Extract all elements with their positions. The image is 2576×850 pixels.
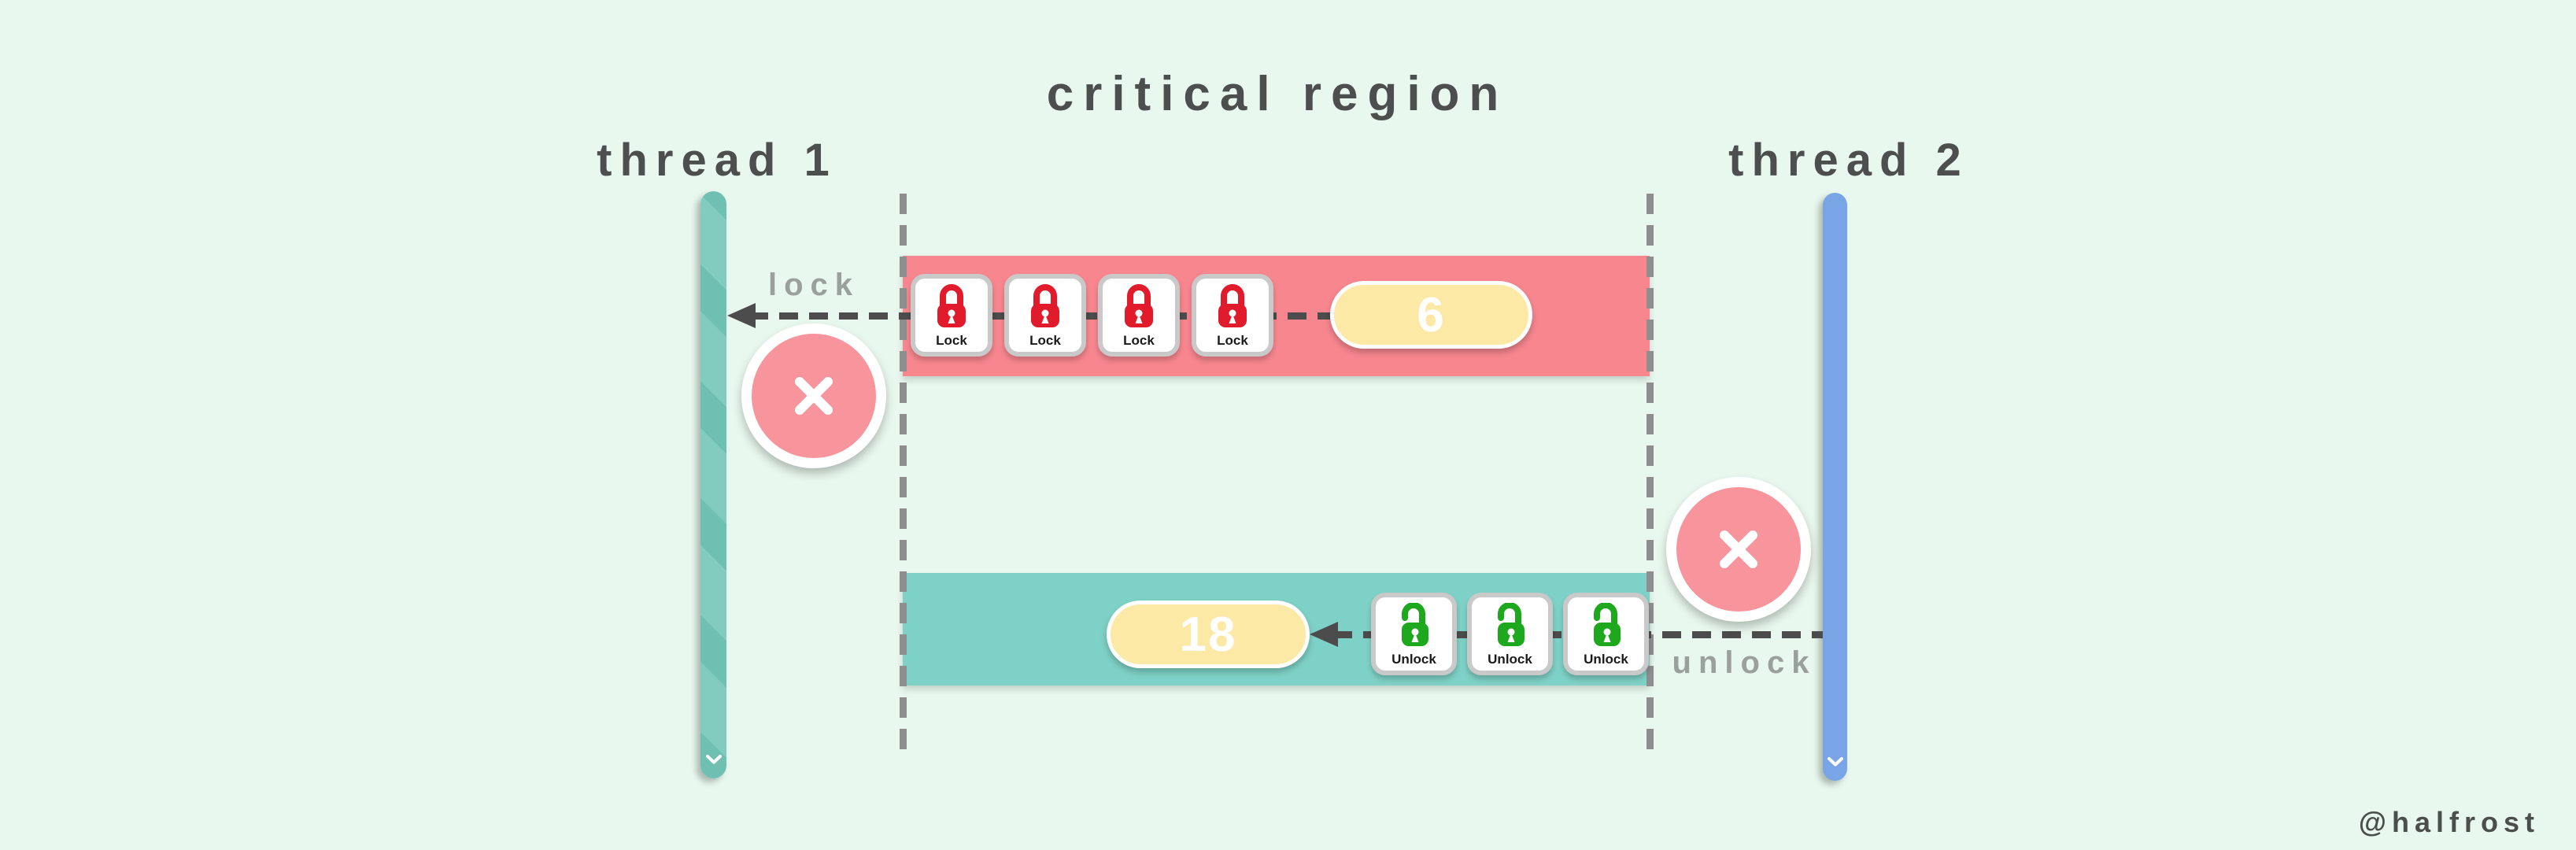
- watermark: @halfrost: [2358, 806, 2540, 838]
- unlock-arrow-label: unlock: [1672, 645, 1817, 680]
- unlock-op-box: Unlock: [1467, 593, 1553, 675]
- lock-op-box: Lock: [1004, 274, 1086, 357]
- unlock-op-box: Unlock: [1563, 593, 1649, 675]
- unlock-op-label: Unlock: [1391, 651, 1436, 667]
- lock-op-label: Lock: [936, 332, 967, 348]
- thread-2-blocked-icon: [1666, 477, 1811, 622]
- unlock-icon: [1395, 601, 1434, 651]
- arrow-left-icon: [1310, 622, 1338, 647]
- diagram-title: critical region: [1046, 67, 1509, 121]
- unlock-icon: [1491, 601, 1530, 651]
- thread-2-timeline-bar: [1823, 193, 1847, 781]
- lock-op-label: Lock: [1029, 332, 1061, 348]
- unlock-count-value: 18: [1179, 607, 1237, 662]
- lock-count-value: 6: [1417, 287, 1446, 342]
- lock-icon: [1213, 283, 1252, 332]
- unlock-op-box: Unlock: [1371, 593, 1457, 675]
- lock-op-label: Lock: [1123, 332, 1155, 348]
- lock-icon: [1026, 283, 1065, 332]
- unlock-op-label: Unlock: [1584, 651, 1628, 667]
- thread-1-label: thread 1: [597, 135, 837, 186]
- unlock-op-label: Unlock: [1488, 651, 1532, 667]
- arrow-left-icon: [727, 303, 756, 328]
- lock-icon: [1119, 283, 1159, 332]
- chevron-down-icon: [1827, 756, 1844, 771]
- lock-op-label: Lock: [1217, 332, 1248, 348]
- lock-op-box: Lock: [1192, 274, 1273, 357]
- thread-2-label: thread 2: [1728, 135, 1969, 186]
- lock-icon: [932, 283, 971, 332]
- chevron-down-icon: [705, 754, 723, 769]
- critical-region-right-boundary: [1646, 194, 1654, 757]
- lock-count-badge: 6: [1330, 281, 1532, 349]
- unlock-count-badge: 18: [1107, 601, 1310, 668]
- unlock-icon: [1587, 601, 1626, 651]
- thread-1-timeline-bar: [700, 191, 726, 778]
- lock-op-box: Lock: [911, 274, 992, 357]
- thread-1-blocked-icon: [741, 323, 886, 468]
- lock-arrow-label: lock: [767, 268, 860, 302]
- critical-region-left-boundary: [900, 194, 907, 757]
- lock-op-box: Lock: [1098, 274, 1180, 357]
